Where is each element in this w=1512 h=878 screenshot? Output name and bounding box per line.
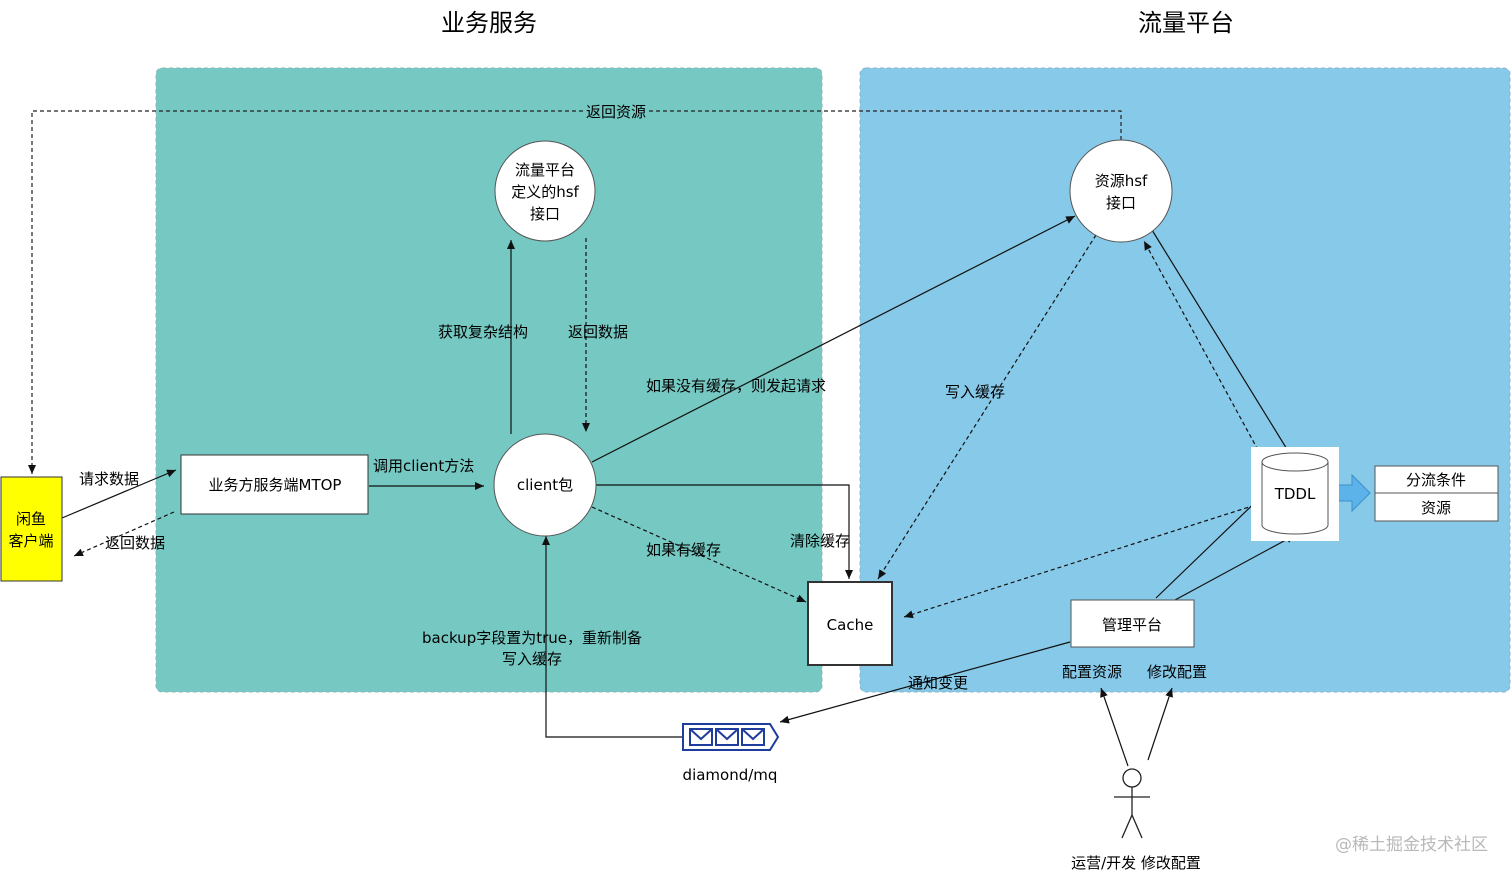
resource-hsf-line1: 资源hsf xyxy=(1095,172,1148,190)
edge-write-cache xyxy=(877,234,1097,580)
edge-actor-config-resource xyxy=(1100,687,1129,767)
edge-no-cache xyxy=(591,215,1076,463)
cache-node xyxy=(807,581,893,666)
tddl-label: TDDL xyxy=(1274,485,1316,503)
edge-return-data-left xyxy=(73,511,175,557)
edge-tddl-to-cache xyxy=(903,500,1269,619)
edge-label-return-data-left: 返回数据 xyxy=(105,534,165,552)
edge-tddl-to-hsf xyxy=(1143,240,1259,451)
mq-label: diamond/mq xyxy=(683,766,778,784)
client-pkg-label: client包 xyxy=(517,476,573,494)
mtop-node xyxy=(180,454,369,515)
client-app-line1: 闲鱼 xyxy=(16,510,46,528)
hsf-def-line2: 定义的hsf xyxy=(511,183,579,201)
hsf-def-line1: 流量平台 xyxy=(515,161,575,179)
edge-label-get-complex: 获取复杂结构 xyxy=(438,323,528,341)
client-pkg-node xyxy=(493,433,597,537)
admin-label: 管理平台 xyxy=(1102,616,1162,634)
platform-region-title: 流量平台 xyxy=(1138,9,1234,37)
edge-label-modify-config: 修改配置 xyxy=(1147,663,1207,681)
cache-label: Cache xyxy=(827,616,874,634)
edge-label-request-data: 请求数据 xyxy=(79,470,139,488)
client-app-line2: 客户端 xyxy=(8,532,53,550)
edge-actor-modify-config xyxy=(1147,687,1173,761)
split-table-node xyxy=(1374,465,1499,522)
edge-label-backup-line1: backup字段置为true，重新制备 xyxy=(422,629,642,647)
edge-admin-to-tddl-2 xyxy=(1174,534,1296,601)
edge-clear-cache xyxy=(596,484,853,579)
resource-hsf-node xyxy=(1069,139,1173,243)
hsf-def-node xyxy=(494,140,596,242)
edge-label-no-cache: 如果没有缓存，则发起请求 xyxy=(646,377,826,395)
edge-backup xyxy=(542,536,683,738)
edge-label-clear-cache: 清除缓存 xyxy=(790,532,850,550)
hsf-def-line3: 接口 xyxy=(530,205,560,223)
split-table-row2: 资源 xyxy=(1421,499,1451,517)
edge-admin-to-tddl-1 xyxy=(1155,489,1269,599)
actor-label: 运营/开发 修改配置 xyxy=(1071,854,1201,872)
admin-node xyxy=(1070,599,1195,648)
business-region-title: 业务服务 xyxy=(441,9,537,37)
mtop-label: 业务方服务端MTOP xyxy=(209,476,342,494)
actor-icon xyxy=(1114,768,1150,839)
watermark: @稀土掘金技术社区 xyxy=(1335,835,1488,855)
edge-label-config-resource: 配置资源 xyxy=(1062,663,1122,681)
edge-notify xyxy=(779,641,1071,724)
resource-hsf-line2: 接口 xyxy=(1106,194,1136,212)
edge-label-call-client: 调用client方法 xyxy=(373,457,474,475)
edge-label-notify: 通知变更 xyxy=(908,674,968,692)
edge-label-write-cache: 写入缓存 xyxy=(945,383,1005,401)
edge-label-return-data-mid: 返回数据 xyxy=(568,323,628,341)
platform-region xyxy=(859,67,1511,693)
edge-label-backup-line2: 写入缓存 xyxy=(502,650,562,668)
split-table-row1: 分流条件 xyxy=(1406,471,1466,489)
edge-label-return-resource: 返回资源 xyxy=(586,103,646,121)
mq-queue-icon xyxy=(682,723,780,751)
edge-return-resource xyxy=(28,110,1122,474)
edge-label-has-cache: 如果有缓存 xyxy=(646,541,721,559)
tddl-node xyxy=(1251,447,1339,541)
edge-request-data xyxy=(61,469,177,519)
client-app-node xyxy=(0,476,63,582)
edge-hsf-to-tddl xyxy=(1151,229,1294,460)
business-region xyxy=(155,67,823,693)
